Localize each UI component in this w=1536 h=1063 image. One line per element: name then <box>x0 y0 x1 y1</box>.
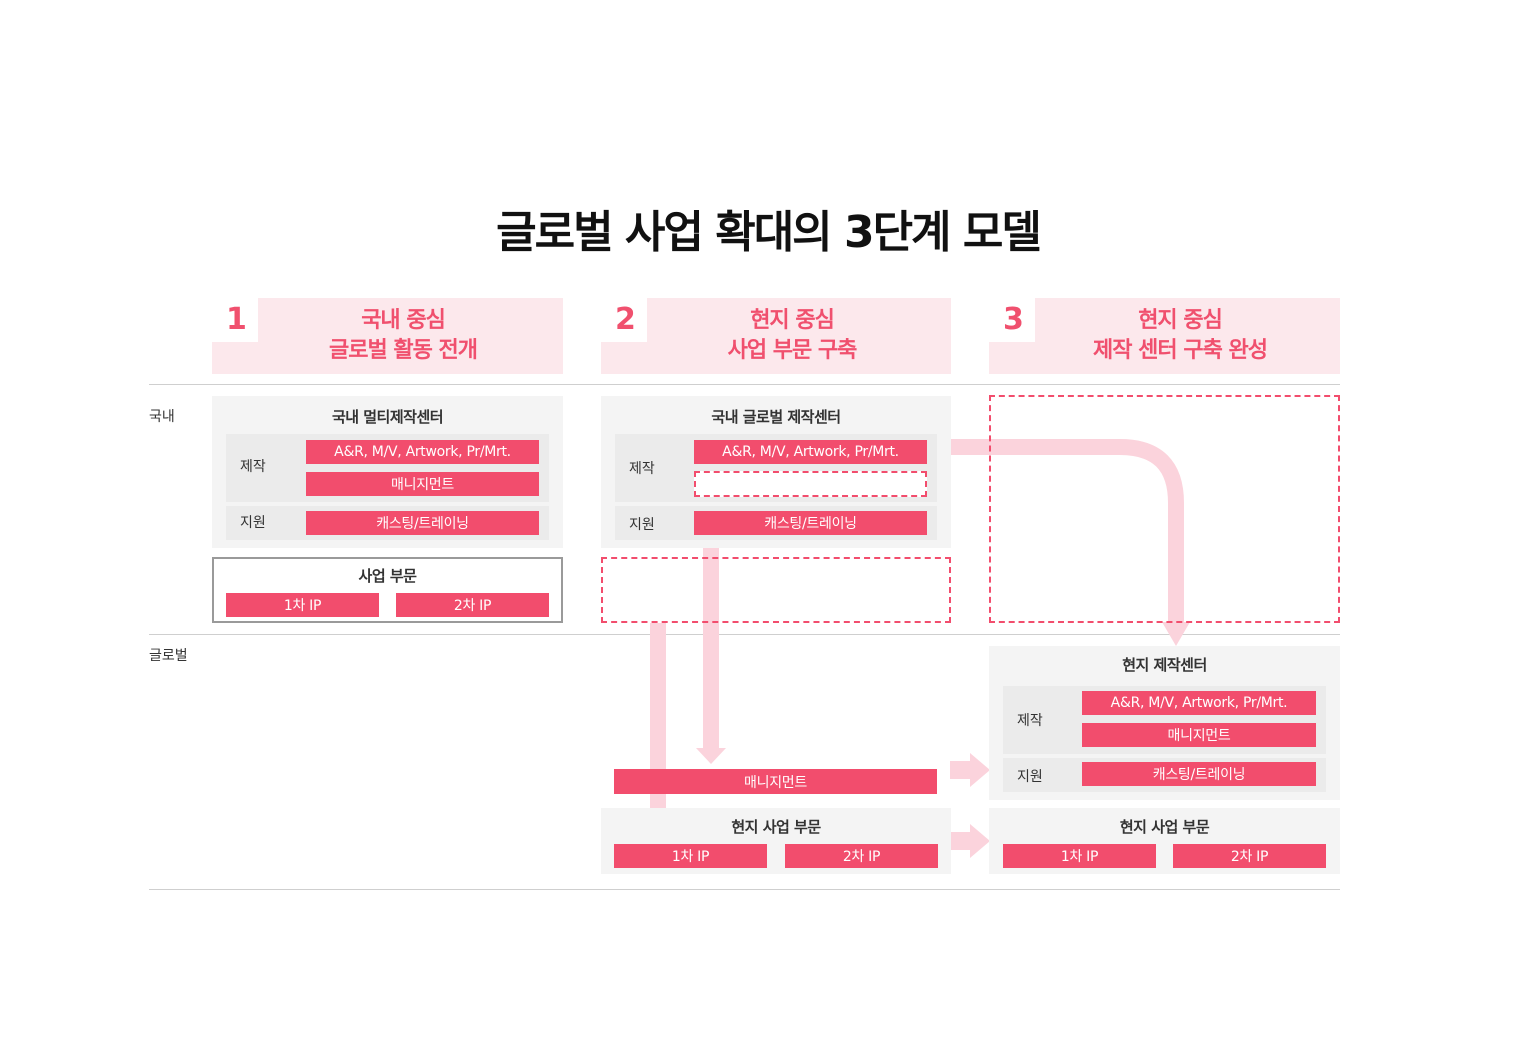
separator-middle <box>149 634 1340 635</box>
support-label: 지원 <box>1017 769 1043 785</box>
stage-3-title-line2: 제작 센터 구축 완성 <box>1093 338 1268 363</box>
separator-bottom <box>149 889 1340 890</box>
stage-3-number: 3 <box>1003 302 1024 337</box>
business-title: 현지 사업 부문 <box>731 818 821 836</box>
stage-number-notch <box>989 298 1035 342</box>
stage-3-local-center: 현지 제작센터 제작 지원 A&R, M/V, Artwork, Pr/Mrt.… <box>989 646 1340 800</box>
stage-2-global-management: 매니지먼트 <box>614 769 937 794</box>
stage-1-header: 1 국내 중심 글로벌 활동 전개 <box>212 298 563 374</box>
bar-ip1: 1차 IP <box>226 593 379 617</box>
bar-casting: 캐스팅/트레이닝 <box>1082 762 1316 786</box>
stage-3-title: 현지 중심 제작 센터 구축 완성 <box>1035 306 1325 366</box>
stage-3-local-business-division: 현지 사업 부문 1차 IP 2차 IP <box>989 808 1340 874</box>
stage-3-title-line1: 현지 중심 <box>1138 308 1223 333</box>
bar-management: 매니지먼트 <box>306 472 539 496</box>
stage-2-local-business-division: 현지 사업 부문 1차 IP 2차 IP <box>601 808 951 874</box>
arrow-curve-head <box>1162 622 1190 646</box>
bar-casting: 캐스팅/트레이닝 <box>306 511 539 535</box>
bar-ip1: 1차 IP <box>1003 844 1156 868</box>
support-label: 지원 <box>629 517 655 533</box>
arrow-right-mgmt-shaft <box>950 761 972 779</box>
business-title: 현지 사업 부문 <box>1119 818 1210 836</box>
bar-anr: A&R, M/V, Artwork, Pr/Mrt. <box>1082 691 1316 715</box>
bar-ip1: 1차 IP <box>614 844 767 868</box>
arrow-right-biz-head <box>970 824 990 858</box>
stage-number-notch <box>212 298 258 342</box>
bar-ip2: 2차 IP <box>396 593 549 617</box>
moved-center-placeholder <box>989 395 1340 623</box>
row-label-global: 글로벌 <box>149 648 188 664</box>
business-title: 사업 부문 <box>358 567 417 585</box>
bar-casting: 캐스팅/트레이닝 <box>694 511 927 535</box>
production-label: 제작 <box>1017 713 1043 729</box>
bar-ip2: 2차 IP <box>1173 844 1326 868</box>
row-label-domestic: 국내 <box>149 409 175 425</box>
stage-1-number: 1 <box>226 302 247 337</box>
stage-1-title-line1: 국내 중심 <box>361 308 446 333</box>
stage-2-header: 2 현지 중심 사업 부문 구축 <box>601 298 951 374</box>
moved-business-placeholder <box>601 557 951 623</box>
stage-2-title-line2: 사업 부문 구축 <box>727 338 858 363</box>
arrow-casting-down-shaft <box>703 520 719 750</box>
center-title: 국내 글로벌 제작센터 <box>711 408 841 426</box>
support-label: 지원 <box>240 515 266 531</box>
center-title: 현지 제작센터 <box>1122 656 1207 674</box>
center-title: 국내 멀티제작센터 <box>331 408 444 426</box>
bar-ip2: 2차 IP <box>785 844 938 868</box>
bar-anr: A&R, M/V, Artwork, Pr/Mrt. <box>306 440 539 464</box>
moved-management-placeholder <box>694 471 927 497</box>
stage-1-domestic-center: 국내 멀티제작센터 제작 지원 A&R, M/V, Artwork, Pr/Mr… <box>212 396 563 548</box>
separator-top <box>149 384 1340 385</box>
stage-1-title: 국내 중심 글로벌 활동 전개 <box>258 306 548 366</box>
arrow-right-biz-shaft <box>950 832 972 850</box>
arrow-casting-down-head <box>696 748 726 764</box>
arrow-right-mgmt-head <box>970 753 990 787</box>
stage-2-title-line1: 현지 중심 <box>750 308 835 333</box>
page-title: 글로벌 사업 확대의 3단계 모델 <box>496 207 1042 258</box>
stage-2-title: 현지 중심 사업 부문 구축 <box>647 306 937 366</box>
stage-1-business-division: 사업 부문 1차 IP 2차 IP <box>212 557 563 623</box>
production-label: 제작 <box>629 461 655 477</box>
stage-number-notch <box>601 298 647 342</box>
stage-2-domestic-center: 국내 글로벌 제작센터 제작 지원 A&R, M/V, Artwork, Pr/… <box>601 396 951 548</box>
arrow-curve-path <box>950 439 1184 624</box>
bar-anr: A&R, M/V, Artwork, Pr/Mrt. <box>694 440 927 464</box>
stage-2-number: 2 <box>615 302 636 337</box>
bar-management: 매니지먼트 <box>1082 723 1316 747</box>
production-label: 제작 <box>240 459 266 475</box>
stage-3-header: 3 현지 중심 제작 센터 구축 완성 <box>989 298 1340 374</box>
arrow-biz-down-shaft <box>650 623 666 817</box>
stage-1-title-line2: 글로벌 활동 전개 <box>329 338 478 363</box>
